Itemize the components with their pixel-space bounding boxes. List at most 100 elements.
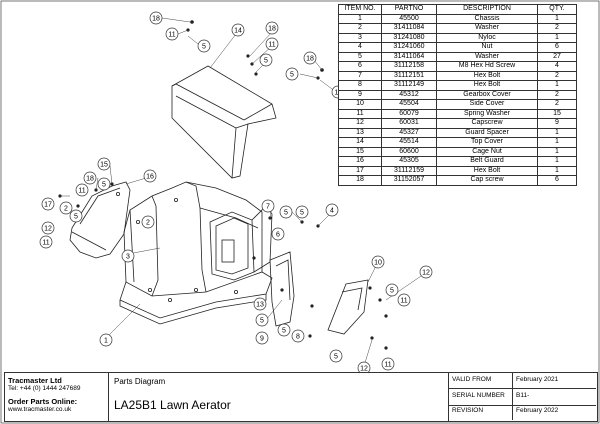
svg-text:5: 5 <box>264 58 268 65</box>
bom-part-number: 31241060 <box>381 42 437 53</box>
bom-part-number: 45312 <box>381 89 437 100</box>
callout-15: 15 <box>97 157 111 171</box>
svg-text:2: 2 <box>64 206 68 213</box>
bom-quantity: 6 <box>537 175 577 186</box>
callout-16: 16 <box>143 169 157 183</box>
bom-quantity: 2 <box>537 99 577 110</box>
svg-text:7: 7 <box>266 204 270 211</box>
bom-part-number: 45514 <box>381 137 437 148</box>
callout-5: 5 <box>285 67 299 81</box>
bom-part-number: 31411084 <box>381 23 437 34</box>
bom-description: Washer <box>436 23 538 34</box>
callout-18: 18 <box>149 11 163 25</box>
drawing-title: LA25B1 Lawn Aerator <box>114 398 231 412</box>
svg-text:11: 11 <box>42 240 49 247</box>
bom-description: Nut <box>436 42 538 53</box>
company-cell <box>4 372 110 422</box>
bom-quantity: 1 <box>537 13 577 24</box>
bom-part-number: 45327 <box>381 127 437 138</box>
title-cell <box>108 372 450 422</box>
bom-part-number: 45305 <box>381 156 437 167</box>
bom-quantity: 1 <box>537 32 577 43</box>
callout-14: 14 <box>231 23 245 37</box>
svg-text:10: 10 <box>374 260 382 267</box>
callout-7: 7 <box>261 199 275 213</box>
svg-text:5: 5 <box>74 214 78 221</box>
callout-9: 9 <box>255 331 269 345</box>
callout-11: 11 <box>75 183 89 197</box>
chassis-part <box>119 181 273 325</box>
svg-text:16: 16 <box>146 174 154 181</box>
svg-text:6: 6 <box>276 232 280 239</box>
info-col-divider <box>512 372 513 420</box>
gearbox-assembly <box>209 205 273 281</box>
svg-text:1: 1 <box>104 338 108 345</box>
svg-text:11: 11 <box>268 42 275 49</box>
callout-2: 2 <box>141 215 155 229</box>
bom-item-number: 10 <box>338 99 382 110</box>
callout-5: 5 <box>385 283 399 297</box>
callout-5: 5 <box>97 177 111 191</box>
svg-text:5: 5 <box>260 318 264 325</box>
bom-part-number: 31152057 <box>381 175 437 186</box>
callout-11: 11 <box>265 37 279 51</box>
bom-quantity: 1 <box>537 127 577 138</box>
bom-item-number: 2 <box>338 23 382 34</box>
bom-quantity: 6 <box>537 42 577 53</box>
bom-item-number: 13 <box>338 127 382 138</box>
bom-quantity: 9 <box>537 118 577 129</box>
website-link[interactable]: www.tracmaster.co.uk <box>8 406 72 413</box>
svg-text:15: 15 <box>100 162 108 169</box>
svg-text:5: 5 <box>290 72 294 79</box>
callout-4: 4 <box>325 203 339 217</box>
bom-item-number: 3 <box>338 32 382 43</box>
bom-part-number: 31112159 <box>381 165 437 176</box>
bom-header-qty: QTY. <box>537 4 577 15</box>
valid-from-value: February 2021 <box>516 376 559 383</box>
top-cover-part <box>171 65 277 179</box>
callout-5: 5 <box>329 349 343 363</box>
bom-item-number: 9 <box>338 89 382 100</box>
bom-quantity: 1 <box>537 146 577 157</box>
revision-value: February 2022 <box>516 407 559 414</box>
callout-11: 11 <box>381 357 395 371</box>
bom-description: Capscrew <box>436 118 538 129</box>
bom-description: Cage Nut <box>436 146 538 157</box>
bom-description: Hex Bolt <box>436 80 538 91</box>
callout-12: 12 <box>419 265 433 279</box>
callouts: 18 11 5 14 18 11 5 5 18 11 15 16 18 5 11… <box>39 11 433 375</box>
bom-item-number: 1 <box>338 13 382 24</box>
bom-description: Hex Bolt <box>436 70 538 81</box>
callout-2: 2 <box>59 201 73 215</box>
bom-item-number: 8 <box>338 80 382 91</box>
bom-item-number: 11 <box>338 108 382 119</box>
svg-text:12: 12 <box>360 366 368 373</box>
callout-5: 5 <box>295 205 309 219</box>
svg-text:9: 9 <box>260 336 264 343</box>
callout-11: 11 <box>39 235 53 249</box>
bom-part-number: 31112151 <box>381 70 437 81</box>
revision-label: REVISION <box>452 407 484 414</box>
callout-18: 18 <box>303 51 317 65</box>
bom-part-number: 31112158 <box>381 61 437 72</box>
callout-5: 5 <box>69 209 83 223</box>
svg-text:2: 2 <box>146 220 150 227</box>
bom-description: Nyloc <box>436 32 538 43</box>
side-cover-part <box>327 279 369 335</box>
bom-part-number: 45504 <box>381 99 437 110</box>
company-name: Tracmaster Ltd <box>8 376 62 385</box>
serial-value: B11- <box>516 392 530 399</box>
bom-header-part: PARTNO <box>381 4 437 15</box>
company-phone: Tel: +44 (0) 1444 247689 <box>8 385 81 392</box>
svg-text:5: 5 <box>390 288 394 295</box>
bom-description: Cap screw <box>436 175 538 186</box>
